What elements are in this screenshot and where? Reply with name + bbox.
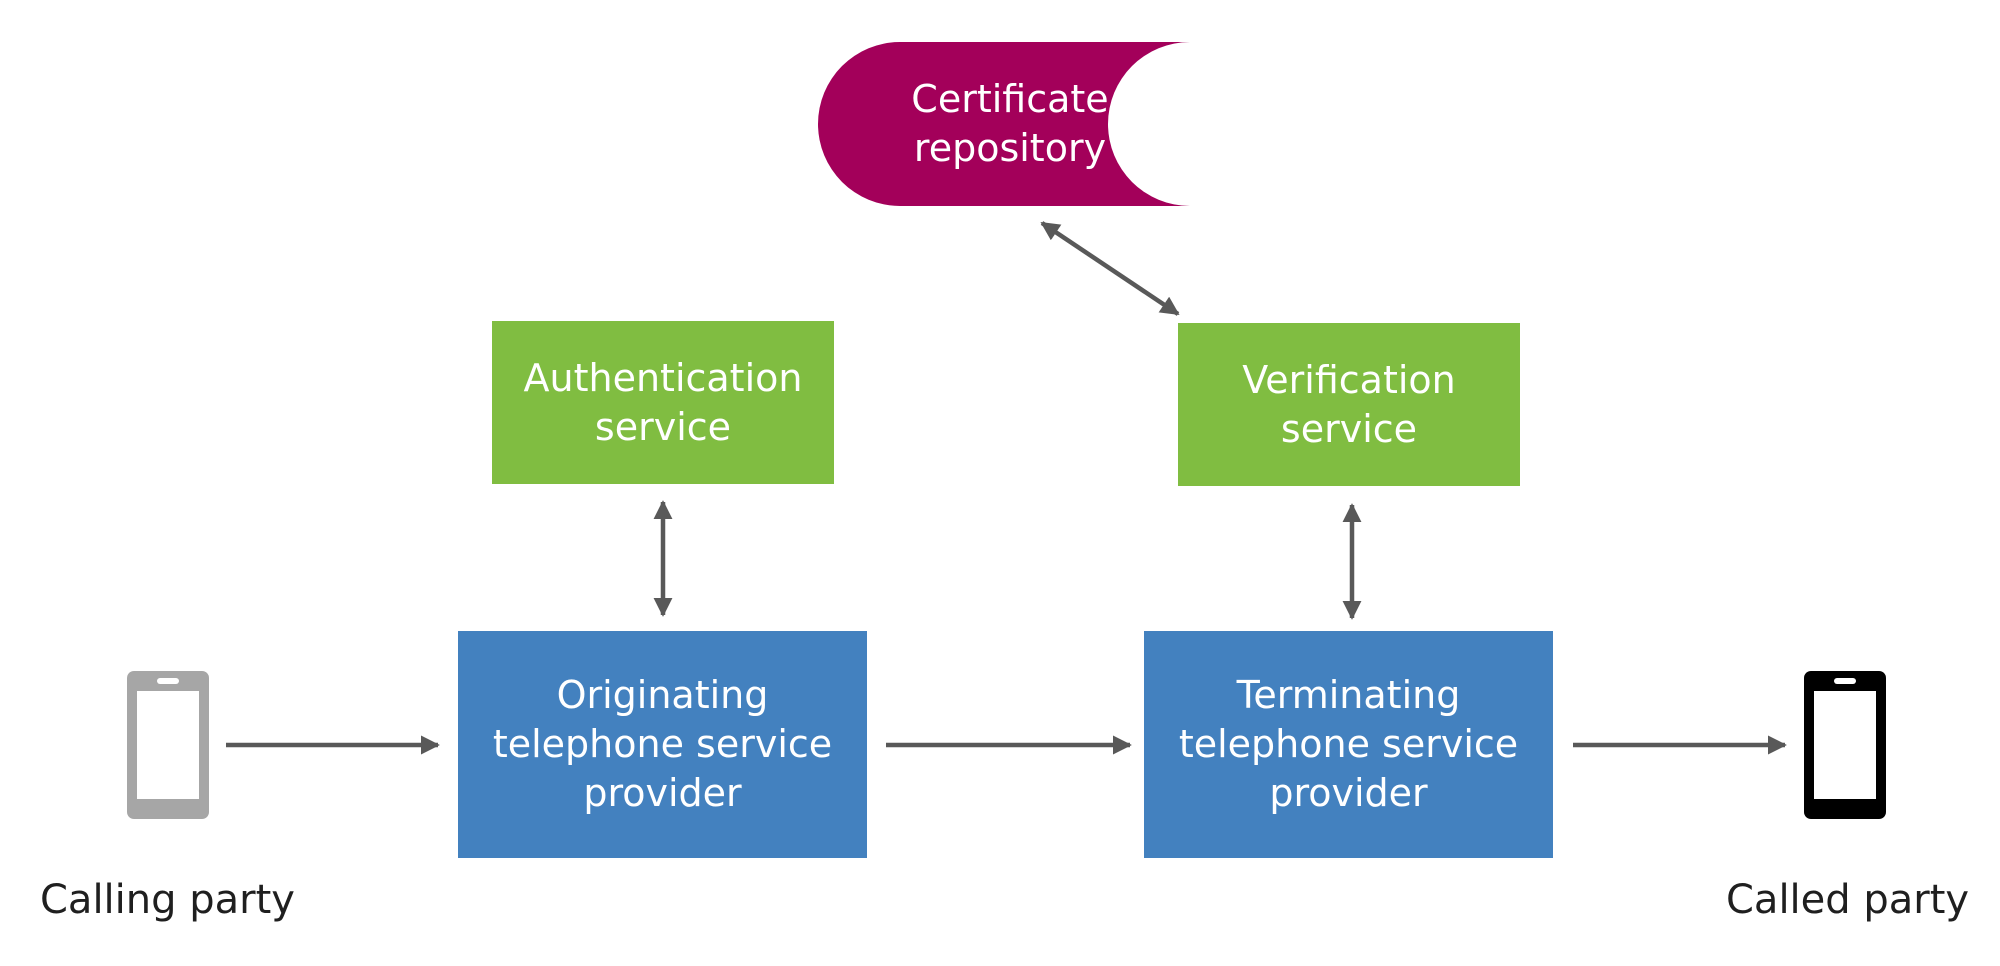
certificate-repository-shape xyxy=(818,42,1190,206)
verification-service-box: Verification service xyxy=(1178,323,1520,486)
called-phone-icon xyxy=(1804,671,1886,819)
terminating-provider-box: Terminating telephone service provider xyxy=(1144,631,1553,858)
certificate-repository-label: Certificate repository xyxy=(911,77,1109,170)
arrow-repository-verification xyxy=(1040,221,1180,316)
calling-phone-icon xyxy=(127,671,209,819)
called-party-label: Called party xyxy=(1726,877,1970,923)
calling-party-label: Calling party xyxy=(40,877,295,923)
originating-provider-box: Originating telephone service provider xyxy=(458,631,867,858)
authentication-service-box: Authentication service xyxy=(492,321,834,484)
